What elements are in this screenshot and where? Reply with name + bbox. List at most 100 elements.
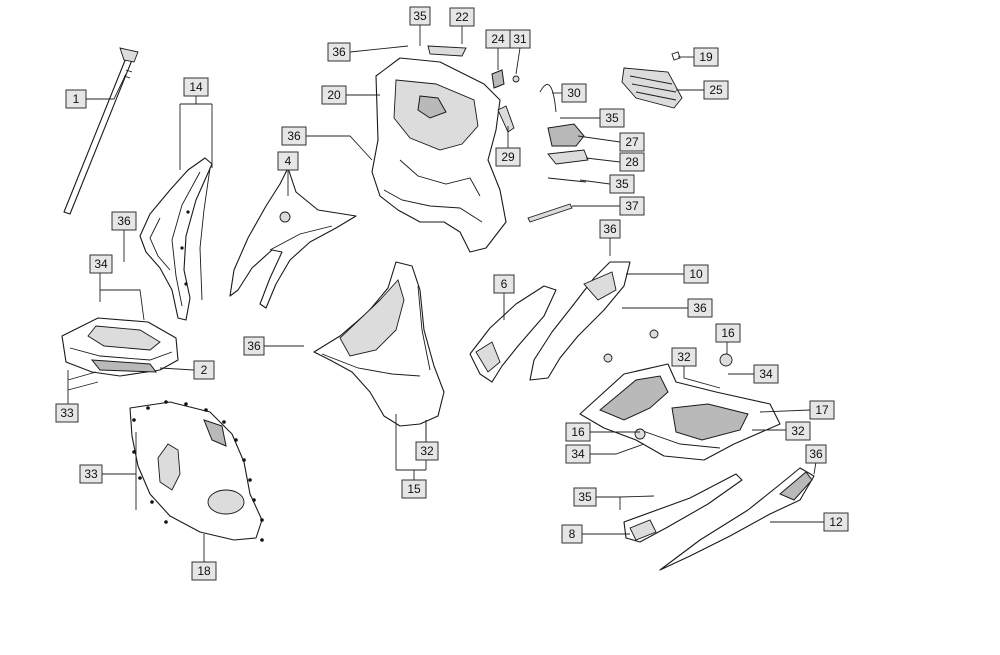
callout-32-a: 32 [415, 441, 439, 461]
callout-label: 14 [189, 80, 203, 94]
callout-6: 6 [493, 274, 515, 294]
callout-label: 27 [625, 135, 639, 149]
callout-22: 22 [449, 7, 475, 27]
callout-33-a: 33 [55, 403, 79, 423]
part-grille [621, 51, 683, 109]
callout-36-f: 36 [687, 298, 713, 318]
callout-31: 31 [509, 29, 531, 49]
callout-label: 36 [287, 129, 301, 143]
callout-label: 17 [815, 403, 829, 417]
callout-37: 37 [619, 196, 645, 216]
callout-8: 8 [561, 524, 583, 544]
part-rod [63, 47, 139, 215]
part-small-fairing [469, 285, 557, 383]
part-switch-modules [547, 123, 589, 183]
callout-label: 25 [709, 83, 723, 97]
callout-label: 36 [332, 45, 346, 59]
callout-36-c: 36 [111, 211, 137, 231]
callout-label: 10 [689, 267, 703, 281]
callout-10: 10 [683, 264, 709, 284]
callout-36-g: 36 [805, 444, 827, 464]
callout-label: 34 [94, 257, 108, 271]
callout-label: 32 [791, 424, 805, 438]
callout-label: 29 [501, 150, 515, 164]
callout-33-b: 33 [79, 464, 103, 484]
callout-30: 30 [561, 83, 587, 103]
callout-label: 2 [201, 363, 208, 377]
leader-lines [67, 24, 824, 562]
callout-36-a: 36 [327, 42, 351, 62]
callout-4: 4 [277, 151, 299, 171]
callout-29: 29 [495, 147, 521, 167]
part-rear-strips [623, 467, 815, 571]
callout-label: 4 [285, 154, 292, 168]
callout-label: 15 [407, 482, 421, 496]
part-front-bracket [61, 317, 179, 377]
callout-label: 8 [569, 527, 576, 541]
callout-34-c: 34 [565, 444, 591, 464]
callout-label: 12 [829, 515, 843, 529]
callout-label: 36 [809, 447, 823, 461]
callout-label: 32 [420, 444, 434, 458]
callout-label: 30 [567, 86, 581, 100]
callout-24: 24 [485, 29, 511, 49]
callout-label: 24 [491, 32, 505, 46]
callout-25: 25 [703, 80, 729, 100]
callout-label: 33 [60, 406, 74, 420]
callout-12: 12 [823, 512, 849, 532]
callout-label: 16 [571, 425, 585, 439]
callout-34-b: 34 [753, 364, 779, 384]
callout-label: 6 [501, 277, 508, 291]
part-front-upper-panel [229, 167, 357, 309]
callout-19: 19 [693, 47, 719, 67]
callout-label: 34 [759, 367, 773, 381]
callout-label: 33 [84, 467, 98, 481]
callout-label: 36 [117, 214, 131, 228]
callout-28: 28 [619, 152, 645, 172]
callout-label: 35 [605, 111, 619, 125]
callout-label: 36 [247, 339, 261, 353]
callout-label: 22 [455, 10, 469, 24]
callout-36-d: 36 [243, 336, 265, 356]
callout-label: 35 [615, 177, 629, 191]
callout-label: 28 [625, 155, 639, 169]
callout-35-a: 35 [409, 6, 431, 26]
callout-20: 20 [321, 85, 347, 105]
callout-label: 19 [699, 50, 713, 64]
part-side-cover [529, 261, 631, 381]
callout-15: 15 [401, 479, 427, 499]
part-side-trim [139, 157, 213, 321]
callout-35-c: 35 [609, 174, 635, 194]
callout-label: 18 [197, 564, 211, 578]
callout-label: 35 [413, 9, 427, 23]
callout-16-b: 16 [565, 422, 591, 442]
callout-14: 14 [183, 77, 209, 97]
callout-label: 34 [571, 447, 585, 461]
callout-label: 1 [73, 92, 80, 106]
callout-34-a: 34 [89, 254, 113, 274]
callout-16-a: 16 [715, 323, 741, 343]
callout-label: 36 [603, 222, 617, 236]
callout-36-b: 36 [281, 126, 307, 146]
part-small-rods [497, 84, 573, 223]
callout-label: 32 [677, 350, 691, 364]
callout-36-e: 36 [599, 219, 621, 239]
part-floor-panel [579, 329, 781, 461]
part-inner-shield [371, 57, 507, 253]
part-lower-fairing [129, 400, 264, 542]
callout-35-d: 35 [573, 487, 597, 507]
callout-35-b: 35 [599, 108, 625, 128]
callout-27: 27 [619, 132, 645, 152]
callout-label: 37 [625, 199, 639, 213]
callout-label: 35 [578, 490, 592, 504]
callout-17: 17 [809, 400, 835, 420]
part-large-side-panel [313, 261, 445, 427]
callout-label: 36 [693, 301, 707, 315]
callout-18: 18 [191, 561, 217, 581]
callout-1: 1 [65, 89, 87, 109]
callout-32-c: 32 [785, 421, 811, 441]
callout-label: 20 [327, 88, 341, 102]
callout-32-b: 32 [671, 347, 697, 367]
callout-2: 2 [193, 360, 215, 380]
